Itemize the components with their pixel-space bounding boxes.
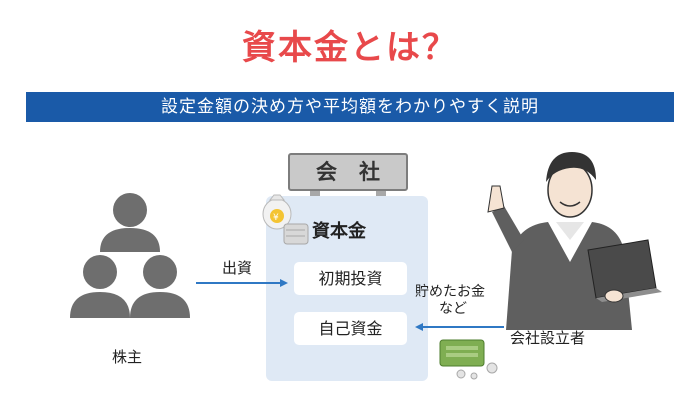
company-sign: 会社 — [288, 153, 408, 191]
savings-label-line2: など — [439, 301, 467, 317]
own-funds-box: 自己資金 — [294, 312, 407, 345]
investment-label: 出資 — [222, 259, 253, 277]
savings-label-line1: 貯めたお金 — [415, 284, 485, 300]
founder-label: 会社設立者 — [510, 329, 586, 347]
investment-arrow-head — [280, 279, 288, 287]
subtitle-banner: 設定金額の決め方や平均額をわかりやすく説明 — [26, 92, 674, 122]
sign-post-right — [376, 189, 386, 201]
sign-post-left — [310, 189, 320, 201]
svg-text:¥: ¥ — [273, 213, 279, 223]
page-title: 資本金とは？ — [242, 28, 458, 68]
shareholders-label: 株主 — [112, 348, 143, 366]
funds-arrow-head — [415, 323, 423, 331]
initial-investment-box: 初期投資 — [294, 262, 407, 295]
capital-label: 資本金 — [312, 221, 366, 242]
